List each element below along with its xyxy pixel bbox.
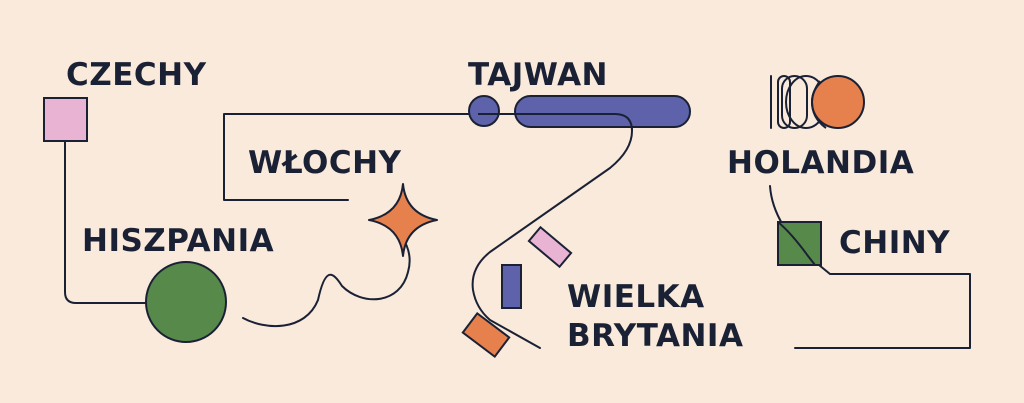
label-wlochy: WŁOCHY [248, 145, 402, 181]
wielka-brytania-pink-rect [527, 225, 573, 269]
wlochy-orange-star [368, 183, 438, 257]
hiszpania-green-circle [145, 261, 227, 343]
label-tajwan: TAJWAN [468, 57, 609, 93]
tajwan-blue-circle [468, 95, 500, 127]
label-wielka: WIELKA [567, 279, 705, 315]
wielka-brytania-orange-rect [461, 311, 511, 359]
label-czechy: CZECHY [66, 57, 207, 93]
holandia-outline-2 [781, 75, 808, 129]
label-chiny: CHINY [839, 225, 951, 261]
connector-czechy-hiszpania [64, 139, 149, 304]
connector-hiszpania-wlochy [242, 236, 411, 328]
wielka-brytania-blue-bar [501, 264, 522, 309]
connector-holandia-chiny [769, 185, 971, 349]
label-hiszpania: HISZPANIA [82, 223, 275, 259]
czechy-pink-square [43, 97, 88, 142]
tajwan-blue-pill [514, 95, 691, 128]
label-brytania: BRYTANIA [567, 318, 744, 354]
holandia-orange-circle [811, 75, 865, 129]
holandia-outline-1 [777, 75, 791, 129]
label-holandia: HOLANDIA [727, 145, 915, 181]
